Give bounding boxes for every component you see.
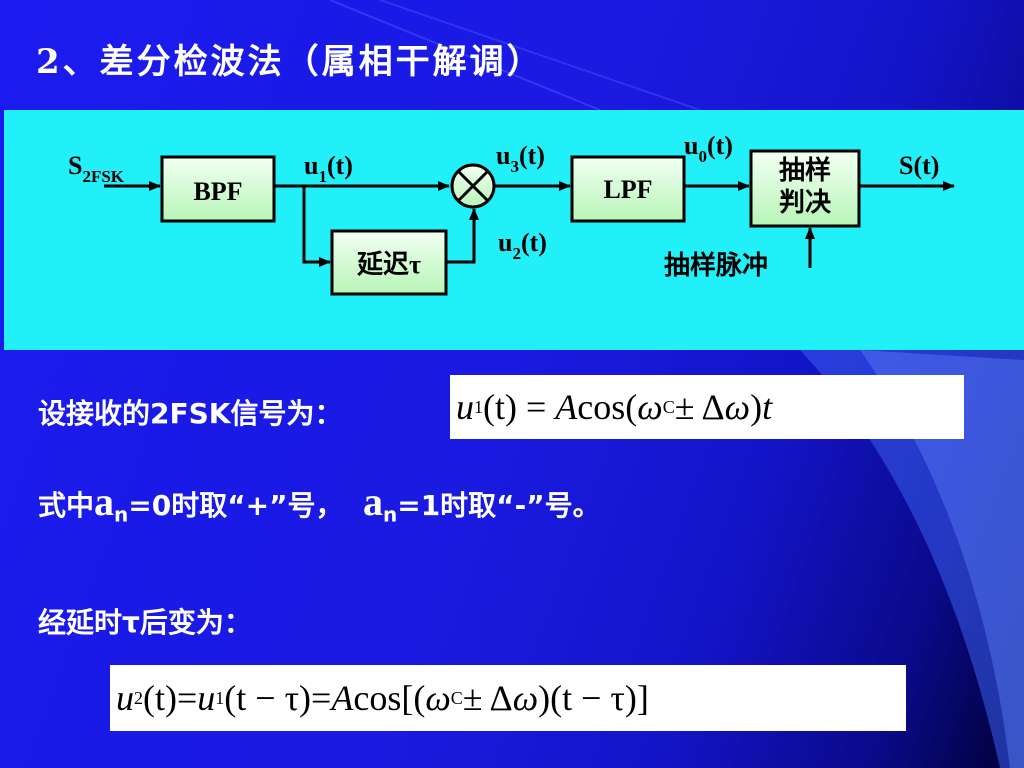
- lpf-label: LPF: [603, 175, 652, 204]
- bpf-block: [160, 155, 276, 223]
- lpf-block: [570, 155, 686, 223]
- block-diagram-panel: S2FSK BPF u1(t) 延迟τ u2(t) u3(t) LPF u0(t…: [4, 110, 1024, 350]
- multiplier-icon: [450, 163, 496, 209]
- u3-label: u3(t): [496, 141, 545, 176]
- output-label: S(t): [899, 151, 939, 180]
- u1-label: u1(t): [304, 151, 353, 186]
- u2-label: u2(t): [498, 228, 547, 263]
- input-label: S2FSK: [68, 151, 125, 186]
- delay-label: 延迟τ: [356, 250, 421, 279]
- sampling-pulse-label: 抽样脉冲: [664, 250, 768, 280]
- sampler-decision-block: [749, 149, 861, 228]
- branch-to-delay-line: [302, 186, 331, 267]
- block-diagram: S2FSK BPF u1(t) 延迟τ u2(t) u3(t) LPF u0(t…: [68, 131, 955, 296]
- sign-condition-text: 式中an=0时取“+”号， an=1时取“-”号。: [38, 479, 601, 527]
- sampler-label-line2: 判决: [779, 188, 831, 217]
- page-title: 2、差分检波法（属相干解调）: [36, 42, 544, 82]
- after-delay-text: 经延时τ后变为：: [38, 606, 252, 639]
- delay-to-multiplier-line: [446, 208, 479, 264]
- u0-label: u0(t): [684, 131, 733, 166]
- sampler-label-line1: 抽样: [779, 155, 831, 185]
- bpf-label: BPF: [193, 177, 242, 206]
- received-signal-text: 设接收的2FSK信号为：: [38, 397, 343, 430]
